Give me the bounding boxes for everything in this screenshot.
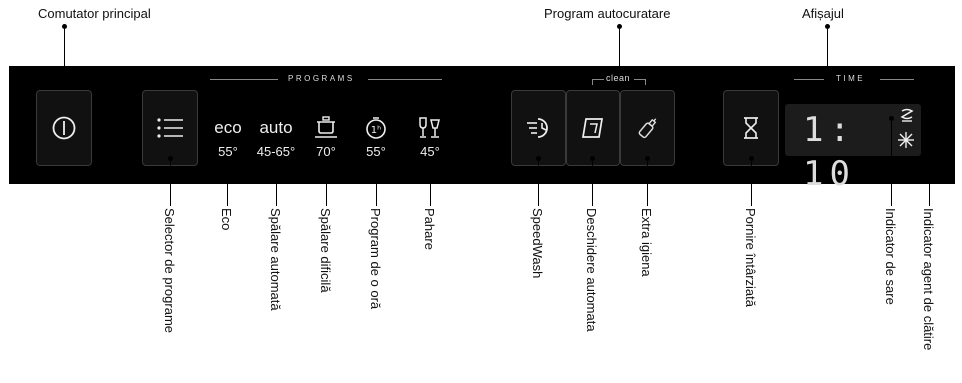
pot-icon (315, 116, 337, 138)
programs-header: PROGRAMS (288, 74, 355, 83)
one-hour-dot (374, 156, 379, 161)
one-hour-leader (376, 158, 377, 206)
self-clean-leader-dot (617, 24, 622, 29)
program-glasses-icon-wrap (410, 116, 450, 140)
glasses-dot (428, 156, 433, 161)
callout-one-hour: Program de o oră (368, 208, 383, 310)
one-hour-timer-icon: 1ʰ (366, 117, 386, 139)
speedwash-icon (526, 118, 548, 138)
time-header: TIME (836, 74, 866, 83)
program-one-hour-icon-wrap: 1ʰ (356, 116, 396, 140)
clean-bracket-right-tick (645, 79, 646, 85)
intensive-leader (326, 158, 327, 206)
program-one-hour-temp: 55° (366, 144, 386, 159)
extra-hygiene-dot (645, 156, 650, 161)
clean-bracket-right (634, 79, 646, 80)
delay-start-dot (749, 156, 754, 161)
callout-intensive: Spălare dificilă (318, 208, 333, 293)
main-switch-button[interactable] (36, 90, 92, 166)
auto-open-leader (592, 158, 593, 206)
callout-eco: Eco (219, 208, 234, 231)
extra-hygiene-leader (647, 158, 648, 206)
time-display: 1: 10 (785, 104, 921, 194)
delay-start-button[interactable] (723, 90, 779, 166)
rinse-aid-indicator-icon (898, 132, 914, 148)
eco-dot (225, 156, 230, 161)
program-auto-temp: 45-65° (256, 144, 296, 159)
clean-bracket-left-tick (592, 79, 593, 85)
salt-indicator-dot (889, 116, 894, 121)
program-selector-dot (168, 156, 173, 161)
svg-text:1ʰ: 1ʰ (371, 125, 381, 136)
salt-indicator-leader (891, 118, 892, 206)
program-selector-button[interactable] (142, 90, 198, 166)
callout-speedwash: SpeedWash (530, 208, 545, 279)
speedwash-leader (538, 158, 539, 206)
auto-wash-dot (274, 156, 279, 161)
intensive-dot (324, 156, 329, 161)
self-clean-leader (619, 26, 620, 74)
callout-rinse-aid-indicator: Indicator agent de clătire (921, 208, 936, 351)
auto-wash-leader (276, 158, 277, 206)
programs-header-line-left (210, 79, 278, 80)
program-auto-label: auto (259, 118, 293, 137)
program-intensive-temp: 70° (316, 144, 336, 159)
hourglass-icon (744, 117, 758, 139)
program-one-hour[interactable]: 1ʰ 55° (356, 116, 396, 159)
program-eco-temp: 55° (218, 144, 238, 159)
callout-auto-open: Deschidere automata (584, 208, 599, 332)
program-selector-leader (170, 158, 171, 206)
programs-header-line-right (368, 79, 442, 80)
program-eco[interactable]: eco 55° (208, 116, 248, 159)
self-clean-label: Program autocuratare (544, 6, 671, 21)
glasses-leader (430, 158, 431, 206)
callout-extra-hygiene: Extra igiena (639, 208, 654, 277)
power-icon (52, 116, 76, 140)
time-header-line-right (880, 79, 914, 80)
clean-header: clean (606, 73, 631, 83)
display-leader-dot (825, 24, 830, 29)
display-label: Afișajul (802, 6, 844, 21)
program-glasses[interactable]: 45° (410, 116, 450, 159)
program-intensive[interactable]: 70° (306, 116, 346, 159)
callout-salt-indicator: Indicator de sare (883, 208, 898, 305)
eco-leader (227, 158, 228, 206)
auto-open-button[interactable] (566, 90, 620, 166)
extra-hygiene-button[interactable] (620, 90, 675, 166)
rinse-aid-leader (929, 142, 930, 206)
delay-start-leader (751, 158, 752, 206)
time-header-line-left (794, 79, 824, 80)
main-switch-leader (64, 26, 65, 96)
salt-indicator-icon (900, 108, 914, 122)
rinse-aid-dot (927, 140, 932, 145)
time-display-digits: 1: 10 (803, 110, 856, 194)
speedwash-button[interactable] (511, 90, 566, 166)
auto-open-dot (590, 156, 595, 161)
speedwash-dot (536, 156, 541, 161)
clean-bracket-left (592, 79, 604, 80)
callout-delay-start: Pornire întârziată (743, 208, 758, 307)
spray-bottle-icon (638, 118, 656, 139)
auto-open-door-icon (581, 118, 604, 138)
program-intensive-icon-wrap (306, 116, 346, 140)
callout-program-selector: Selector de programe (162, 208, 177, 334)
list-icon (157, 118, 183, 138)
main-switch-label: Comutator principal (38, 6, 151, 21)
callout-auto-wash: Spălare automată (268, 208, 283, 311)
main-switch-leader-dot (62, 24, 67, 29)
glasses-icon (419, 117, 440, 138)
program-glasses-temp: 45° (420, 144, 440, 159)
program-auto[interactable]: auto 45-65° (250, 116, 302, 159)
program-eco-label: eco (214, 118, 242, 137)
callout-glasses: Pahare (422, 208, 437, 250)
